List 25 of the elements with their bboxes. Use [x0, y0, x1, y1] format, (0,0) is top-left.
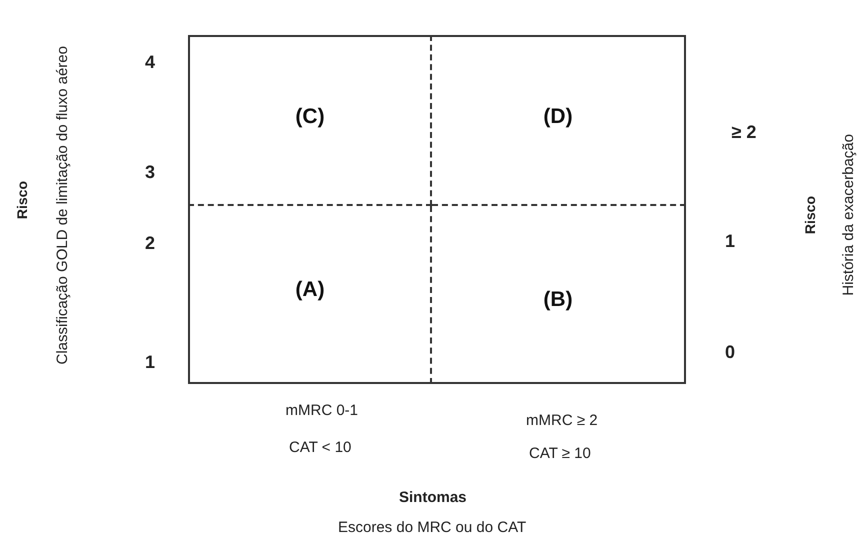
tick-label: 2	[145, 232, 156, 254]
tick-label: 1	[725, 230, 736, 252]
quadrant-label: (B)	[543, 288, 573, 312]
tick-label: 4	[145, 52, 156, 72]
quadrant	[432, 35, 686, 206]
tick-label: 3	[145, 162, 156, 182]
category-label: CAT ≥ 10	[529, 444, 591, 462]
axis-title: Risco	[802, 196, 818, 234]
quadrant	[188, 35, 432, 206]
axis-subtitle: História da exacerbação	[840, 134, 856, 296]
axis-subtitle: Classificação GOLD de limitação do fluxo aéreo	[54, 46, 70, 364]
axis-subtitle: Escores do MRC ou do CAT	[338, 518, 526, 536]
quadrant-label: (C)	[295, 104, 325, 128]
category-label: CAT < 10	[289, 438, 352, 456]
quadrant	[432, 206, 686, 384]
tick-label: ≥ 2	[732, 122, 756, 142]
axis-title: Risco	[14, 181, 30, 220]
tick-label: 1	[145, 352, 156, 372]
quadrant	[188, 206, 432, 384]
quadrant-label: (D)	[543, 104, 573, 128]
quadrant-label: (A)	[295, 278, 325, 302]
axis-title: Sintomas	[399, 488, 467, 506]
category-label: mMRC 0-1	[286, 402, 358, 418]
category-label: mMRC ≥ 2	[526, 412, 598, 428]
tick-label: 0	[725, 342, 736, 362]
